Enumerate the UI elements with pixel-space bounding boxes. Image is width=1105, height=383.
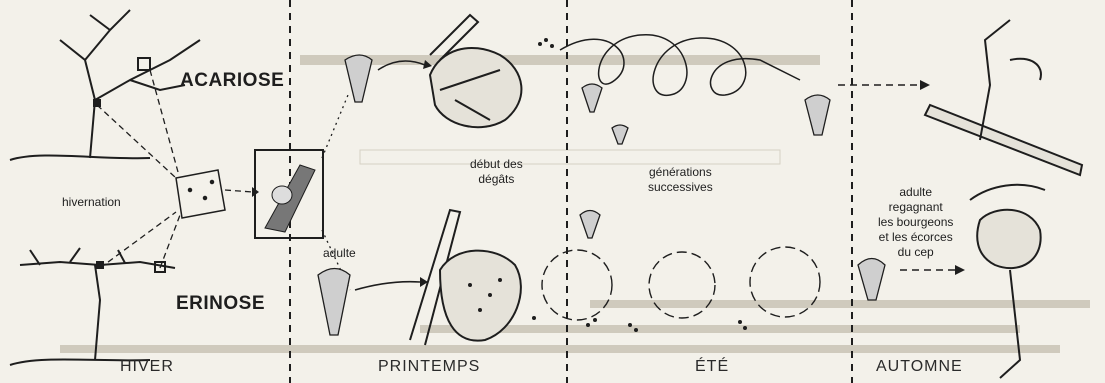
spring-leaf-erinose	[410, 210, 521, 345]
mite-icon	[858, 259, 885, 301]
debut-degats-line-2: dégâts	[470, 172, 523, 187]
season-ete: ÉTÉ	[695, 358, 729, 376]
mite-icon	[612, 125, 628, 144]
spring-leaf-acariose	[430, 15, 521, 127]
automne-description: adulte regagnant les bourgeons et les éc…	[878, 185, 953, 260]
season-hiver: HIVER	[120, 358, 174, 376]
mite-icon	[345, 55, 372, 102]
bark-fragment	[176, 170, 225, 218]
adulte-label: adulte	[323, 246, 356, 261]
season-automne: AUTOMNE	[876, 358, 963, 376]
debut-degats-label: début des dégâts	[470, 157, 523, 187]
automne-line-4: et les écorces	[878, 230, 953, 245]
hivernation-label: hivernation	[62, 195, 121, 210]
mite-icon	[582, 84, 602, 112]
acariose-title: ACARIOSE	[180, 70, 284, 92]
season-printemps: PRINTEMPS	[378, 358, 480, 376]
vine-top-illustration	[10, 10, 200, 160]
automne-line-2: regagnant	[878, 200, 953, 215]
erinose-title: ERINOSE	[176, 293, 265, 315]
automne-line-3: les bourgeons	[878, 215, 953, 230]
automne-line-1: adulte	[878, 185, 953, 200]
debut-degats-line-1: début des	[470, 157, 523, 172]
summer-cycles	[542, 247, 820, 320]
mite-icon	[805, 95, 830, 135]
mite-icon	[580, 211, 600, 239]
winter-arrows	[97, 70, 253, 268]
generations-label: générations successives	[648, 165, 713, 195]
mite-icons	[318, 55, 885, 335]
bud-closeup-box	[255, 150, 323, 238]
spring-arrows	[355, 61, 425, 290]
generations-line-1: générations	[648, 165, 713, 180]
generations-line-2: successives	[648, 180, 713, 195]
mite-icon	[318, 269, 350, 336]
autumn-vine-top	[925, 20, 1082, 175]
automne-line-5: du cep	[878, 245, 953, 260]
